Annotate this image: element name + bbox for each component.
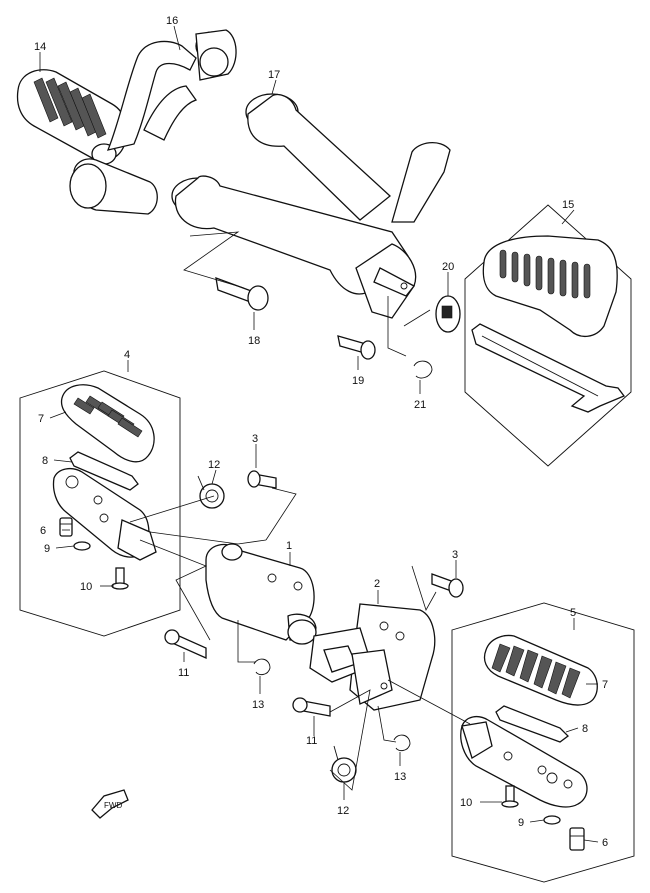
callout-6: 6 (602, 837, 608, 849)
footrest-rubber-7-left (60, 384, 155, 463)
bolt-3-right (431, 573, 464, 598)
callout-19: 19 (352, 375, 364, 387)
footrest-rubber-15 (482, 235, 618, 337)
bolt-3-upper (247, 470, 277, 489)
footrest-bracket-left (52, 467, 157, 561)
clip-13-right (393, 734, 411, 752)
clip-21 (413, 360, 433, 379)
callout-16: 16 (166, 15, 178, 27)
forward-arrow: FWD (91, 789, 129, 819)
callout-10: 10 (460, 797, 472, 809)
callout-15: 15 (562, 199, 574, 211)
callout-4: 4 (124, 349, 130, 361)
footrest-bracket-right (460, 715, 588, 808)
callout-1: 1 (286, 540, 292, 552)
callout-9: 9 (518, 817, 524, 829)
bolt-10-right (501, 785, 519, 808)
callout-2: 2 (374, 578, 380, 590)
pin-11-left (164, 629, 207, 660)
washer-9-right (543, 815, 561, 825)
pin-19 (337, 335, 376, 360)
callout-8: 8 (42, 455, 48, 467)
spring-12-left (197, 475, 225, 509)
washer-9-left (73, 541, 91, 551)
callout-11: 11 (178, 667, 189, 679)
callout-13: 13 (394, 771, 406, 783)
forward-arrow-label: FWD (104, 801, 122, 810)
bolt-18 (215, 277, 269, 311)
callout-3: 3 (252, 433, 258, 445)
footrest-plate-8-right (495, 705, 569, 743)
rear-footrest-14 (16, 69, 128, 165)
callout-21: 21 (414, 399, 426, 411)
bolt-6-left (59, 517, 73, 537)
assembly-box-15 (464, 204, 632, 467)
washer-20 (435, 295, 461, 333)
callout-12: 12 (337, 805, 349, 817)
footrest-bracket-1 (205, 543, 317, 645)
callout-17: 17 (268, 69, 280, 81)
footrest-rubber-7-right (483, 634, 598, 706)
callout-5: 5 (570, 607, 576, 619)
callout-11: 11 (306, 735, 317, 747)
footrest-bracket-17 (171, 93, 451, 319)
callout-20: 20 (442, 261, 454, 273)
footrest-plate-8-left (69, 451, 139, 491)
footrest-bracket-2 (309, 603, 436, 711)
callout-9: 9 (44, 543, 50, 555)
callout-6: 6 (40, 525, 46, 537)
callout-18: 18 (248, 335, 260, 347)
callout-13: 13 (252, 699, 264, 711)
callout-labels: 1 2 3 3 4 5 6 6 7 7 8 8 9 9 10 10 11 11 … (34, 15, 608, 849)
callout-7: 7 (602, 679, 608, 691)
callout-12: 12 (208, 459, 220, 471)
callout-10: 10 (80, 581, 92, 593)
clip-13-left (253, 658, 271, 676)
spring-12-right (331, 745, 357, 783)
bolt-6-right (569, 827, 585, 851)
callout-7: 7 (38, 413, 44, 425)
bolt-10-left (111, 567, 129, 590)
callout-8: 8 (582, 723, 588, 735)
footrest-plate-15 (471, 323, 626, 413)
callout-3: 3 (452, 549, 458, 561)
leader-lines (39, 25, 599, 843)
assembly-box-4 (19, 370, 181, 637)
pin-11-right (292, 697, 331, 717)
rear-footrest-bracket-16 (69, 29, 237, 215)
callout-14: 14 (34, 41, 46, 53)
assembly-box-5 (451, 602, 635, 883)
